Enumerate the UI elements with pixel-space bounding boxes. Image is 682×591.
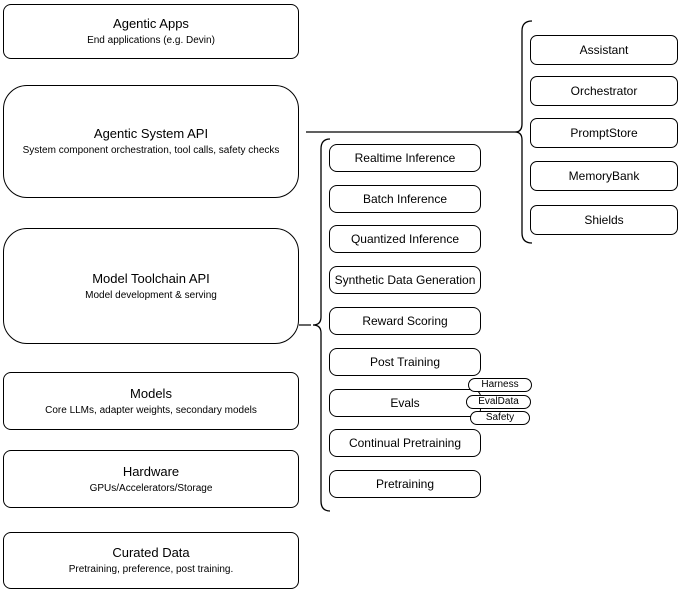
- node-promptstore: PromptStore: [530, 118, 678, 148]
- node-label: Quantized Inference: [350, 232, 460, 246]
- node-label: Orchestrator: [570, 84, 638, 98]
- node-label: Batch Inference: [362, 192, 448, 206]
- node-title: Model Toolchain API: [92, 270, 210, 286]
- node-subtitle: Model development & serving: [85, 289, 217, 301]
- node-subtitle: GPUs/Accelerators/Storage: [89, 482, 213, 494]
- node-curated-data: Curated Data Pretraining, preference, po…: [3, 532, 299, 589]
- tag-label: EvalData: [478, 396, 519, 407]
- node-label: Pretraining: [375, 477, 435, 491]
- tag-evaldata: EvalData: [466, 395, 531, 409]
- node-subtitle: End applications (e.g. Devin): [87, 35, 215, 46]
- node-label: Realtime Inference: [354, 151, 456, 165]
- node-agentic-apps: Agentic Apps End applications (e.g. Devi…: [3, 4, 299, 59]
- node-label: Assistant: [579, 43, 629, 57]
- node-quantized-inference: Quantized Inference: [329, 225, 481, 253]
- node-title: Hardware: [122, 463, 180, 479]
- node-label: Evals: [390, 396, 420, 410]
- tag-harness: Harness: [468, 378, 532, 392]
- tag-safety: Safety: [470, 411, 530, 425]
- node-models: Models Core LLMs, adapter weights, secon…: [3, 372, 299, 430]
- node-agentic-system-api: Agentic System API System component orch…: [3, 85, 299, 198]
- node-title: Curated Data: [112, 545, 190, 560]
- node-label: Synthetic Data Generation: [334, 273, 476, 287]
- node-memorybank: MemoryBank: [530, 161, 678, 191]
- node-title: Agentic Apps: [113, 16, 189, 31]
- tag-label: Harness: [481, 379, 519, 390]
- node-hardware: Hardware GPUs/Accelerators/Storage: [3, 450, 299, 508]
- node-reward-scoring: Reward Scoring: [329, 307, 481, 335]
- toolchain-group-brace: [312, 138, 331, 512]
- node-realtime-inference: Realtime Inference: [329, 144, 481, 172]
- node-synthetic-data-generation: Synthetic Data Generation: [329, 266, 481, 294]
- node-assistant: Assistant: [530, 35, 678, 65]
- node-pretraining: Pretraining: [329, 470, 481, 498]
- node-subtitle: System component orchestration, tool cal…: [22, 145, 280, 156]
- tag-label: Safety: [485, 412, 515, 423]
- node-title: Models: [130, 385, 172, 401]
- node-orchestrator: Orchestrator: [530, 76, 678, 106]
- node-label: MemoryBank: [568, 169, 640, 183]
- node-subtitle: Pretraining, preference, post training.: [68, 564, 234, 575]
- node-continual-pretraining: Continual Pretraining: [329, 429, 481, 457]
- node-subtitle: Core LLMs, adapter weights, secondary mo…: [45, 404, 257, 416]
- node-evals: Evals: [329, 389, 481, 417]
- node-post-training: Post Training: [329, 348, 481, 376]
- node-label: Post Training: [369, 355, 441, 369]
- node-label: PromptStore: [570, 126, 638, 140]
- node-label: Continual Pretraining: [348, 436, 462, 450]
- node-batch-inference: Batch Inference: [329, 185, 481, 213]
- node-model-toolchain-api: Model Toolchain API Model development & …: [3, 228, 299, 344]
- node-title: Agentic System API: [93, 126, 209, 141]
- node-shields: Shields: [530, 205, 678, 235]
- node-label: Shields: [584, 213, 624, 227]
- node-label: Reward Scoring: [362, 314, 448, 328]
